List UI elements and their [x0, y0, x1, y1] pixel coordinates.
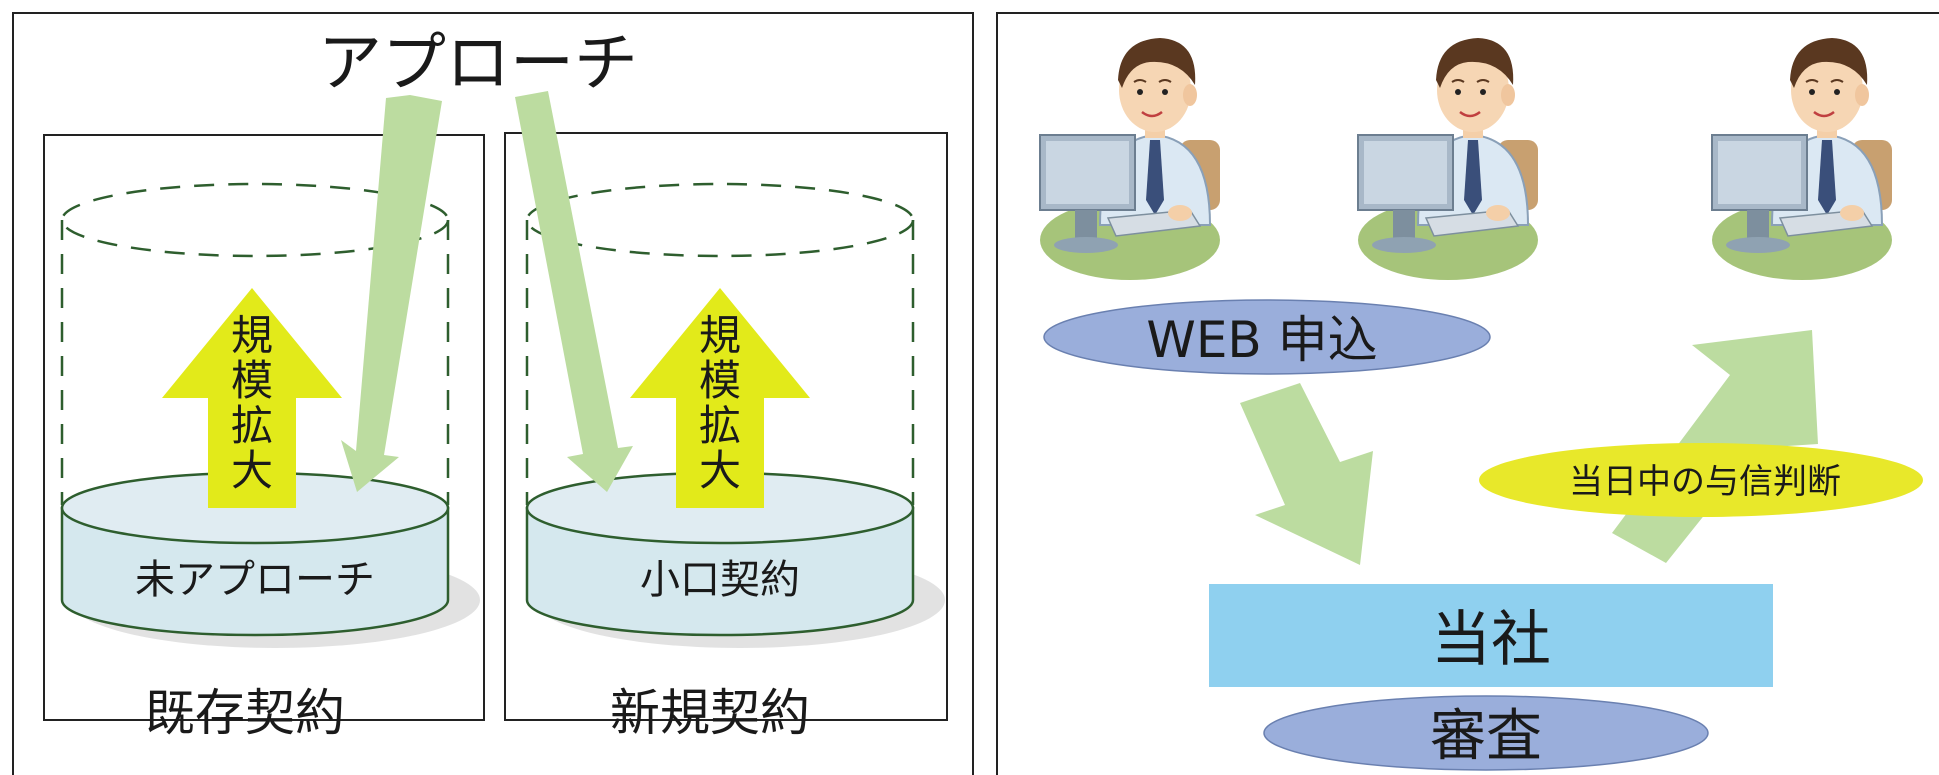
credit-judgement-label: 当日中の与信判断 [1569, 462, 1841, 502]
existing-disk [60, 471, 480, 648]
new-disk-label: 小口契約 [640, 557, 800, 603]
new-growth-arrow [630, 288, 810, 508]
new-growth-char: 規 [699, 311, 741, 360]
web-application-label: WEB 申込 [1146, 311, 1377, 369]
existing-cylinder [60, 182, 450, 505]
approach-arrow-left [341, 95, 442, 492]
application-flow-arrow [1240, 383, 1373, 565]
existing-growth-char: 大 [231, 446, 273, 495]
new-growth-label: 規 模 拡 大 [699, 311, 741, 495]
review-oval [1263, 695, 1709, 771]
office-worker-icon [1710, 36, 1894, 282]
company-label: 当社 [1431, 605, 1551, 675]
existing-growth-arrow [162, 288, 342, 508]
new-disk [525, 471, 945, 648]
right-panel-frame [996, 12, 1939, 775]
office-worker-icon [1038, 36, 1222, 282]
new-cylinder [525, 182, 915, 505]
existing-disk-label: 未アプローチ [135, 557, 375, 603]
existing-contract-caption: 既存契約 [145, 684, 345, 742]
existing-growth-label: 規 模 拡 大 [231, 311, 273, 495]
credit-judgement-oval [1479, 443, 1923, 517]
existing-contract-box [43, 134, 485, 721]
left-panel-frame [12, 12, 974, 775]
approach-arrow-right [515, 91, 633, 492]
company-box [1209, 584, 1773, 687]
existing-growth-char: 拡 [231, 401, 273, 450]
existing-growth-char: 模 [231, 356, 273, 405]
review-label: 審査 [1430, 704, 1542, 769]
new-contract-box [504, 132, 948, 721]
new-growth-char: 拡 [699, 401, 741, 450]
new-contract-caption: 新規契約 [610, 684, 810, 742]
office-worker-icon [1356, 36, 1540, 282]
existing-growth-char: 規 [231, 311, 273, 360]
new-growth-char: 大 [699, 446, 741, 495]
approach-title: アプローチ [318, 27, 638, 101]
new-growth-char: 模 [699, 356, 741, 405]
web-application-oval [1043, 299, 1491, 375]
